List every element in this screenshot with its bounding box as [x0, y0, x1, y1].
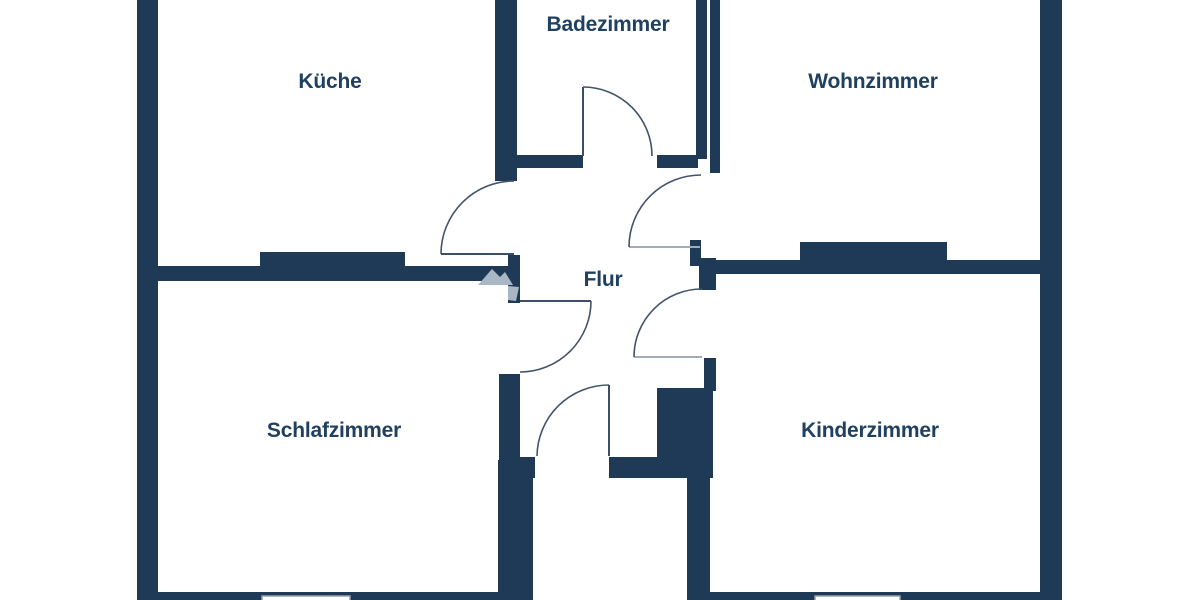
wall-shaft-block	[657, 388, 713, 461]
wall-exterior-left	[137, 0, 158, 600]
wall-kinderzimmer-top-stub	[699, 258, 716, 290]
room-label-kinderzimmer: Kinderzimmer	[801, 419, 939, 442]
room-label-kueche: Küche	[298, 70, 361, 93]
wall-wohnzimmer-bottom	[715, 260, 1040, 274]
watermark-mountain-icon	[478, 269, 513, 285]
room-label-wohnzimmer: Wohnzimmer	[808, 70, 937, 93]
wohnzimmer-door	[628, 174, 702, 248]
wall-entrance-right	[609, 457, 713, 478]
badezimmer-door-arc	[582, 86, 653, 157]
room-label-flur: Flur	[584, 268, 623, 291]
entrance-door	[536, 384, 610, 457]
wall-corridor-left	[498, 460, 533, 600]
kinderzimmer-door-arc	[633, 288, 703, 358]
balcony-outline-left	[261, 595, 351, 600]
wall-badezimmer-bottom-left	[517, 155, 583, 168]
room-label-badezimmer: Badezimmer	[547, 13, 670, 36]
room-label-schlafzimmer: Schlafzimmer	[267, 419, 401, 442]
entrance-door-arc	[536, 384, 610, 457]
wohnzimmer-door-arc	[628, 174, 702, 248]
kueche-door	[440, 180, 515, 255]
schlafzimmer-door	[519, 300, 592, 373]
wall-entrance-left	[517, 457, 535, 478]
wall-wohnzimmer-bottom-thick	[800, 242, 947, 261]
wall-badezimmer-right	[696, 0, 707, 159]
wall-kinderzimmer-left	[704, 358, 716, 391]
wall-exterior-right	[1040, 0, 1062, 600]
wall-wohnzimmer-left	[710, 0, 720, 173]
wall-badezimmer-bottom-right	[657, 155, 698, 168]
kueche-door-arc	[440, 180, 515, 255]
schlafzimmer-door-arc	[519, 300, 592, 373]
badezimmer-door	[582, 86, 653, 157]
wall-corridor-right	[687, 478, 710, 600]
watermark-fragment-icon	[508, 286, 519, 301]
balcony-outline-right	[814, 595, 901, 600]
kinderzimmer-door	[633, 288, 703, 358]
wall-wohnzimmer-door-stub	[690, 240, 701, 266]
wall-kueche-bottom-thick	[260, 252, 405, 267]
wall-schlafzimmer-right	[499, 374, 520, 463]
wall-badezimmer-left	[495, 0, 517, 181]
wall-kueche-bottom	[158, 266, 508, 281]
